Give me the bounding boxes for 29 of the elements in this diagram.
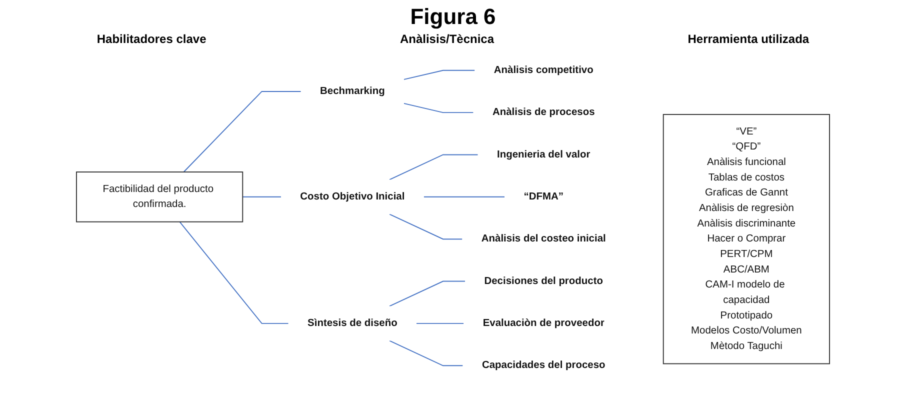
node-box — [76, 172, 244, 222]
column-heading: Habilitadores clave — [96, 32, 206, 46]
node-text: Anàlisis de procesos — [492, 106, 595, 118]
connector — [389, 340, 464, 366]
column-heading: Herramienta utilizada — [688, 32, 810, 46]
connector — [404, 70, 476, 80]
diagram-title: Figura 6 — [409, 4, 497, 30]
connector — [389, 214, 463, 240]
node-text: Evaluaciòn de proveedor — [482, 318, 604, 329]
connector — [423, 196, 506, 198]
node-text: Anàlisis competitivo — [494, 64, 594, 76]
node-text: Sìntesis de diseño — [308, 318, 398, 329]
node-text: Ingenieria del valor — [497, 148, 590, 160]
node-text: Capacidades del proceso — [482, 360, 606, 371]
connector — [389, 154, 478, 180]
node-box — [662, 114, 830, 364]
tree-diagram: Factibilidad del producto confirmada. Bechmarking Anàlisis competitivo Anàlisis de procesos Costo Objetivo Inicial Ingenieria del valor “DFMA” Anàlisis del costeo inicial Sìntesis de diseño Decisiones del producto Evaluaciòn de proveedor Capacidades del proceso “VE” “QFD” Anàlisis funcional Tablas de costos Graficas de Gannt Anàlisis de regresiòn Anàlisis discriminante Hacer o Comprar PERT/CPM ABC/ABM CAM-I modelo de capacidad Prototipado Modelos Costo/Volumen Mètodo Taguchi — [0, 48, 906, 388]
connector — [416, 322, 464, 324]
connector — [404, 102, 474, 114]
connector — [389, 280, 466, 307]
connector — [242, 196, 282, 198]
connector — [179, 221, 289, 324]
connector — [183, 90, 302, 172]
node-text: Anàlisis del costeo inicial — [481, 233, 606, 244]
node-text: Costo Objetivo Inicial — [300, 191, 405, 202]
node-text: Bechmarking — [320, 86, 385, 97]
node-text: Decisiones del producto — [484, 276, 603, 286]
column-heading: Anàlisis/Tècnica — [400, 32, 494, 46]
node-text: “DFMA” — [524, 191, 564, 202]
